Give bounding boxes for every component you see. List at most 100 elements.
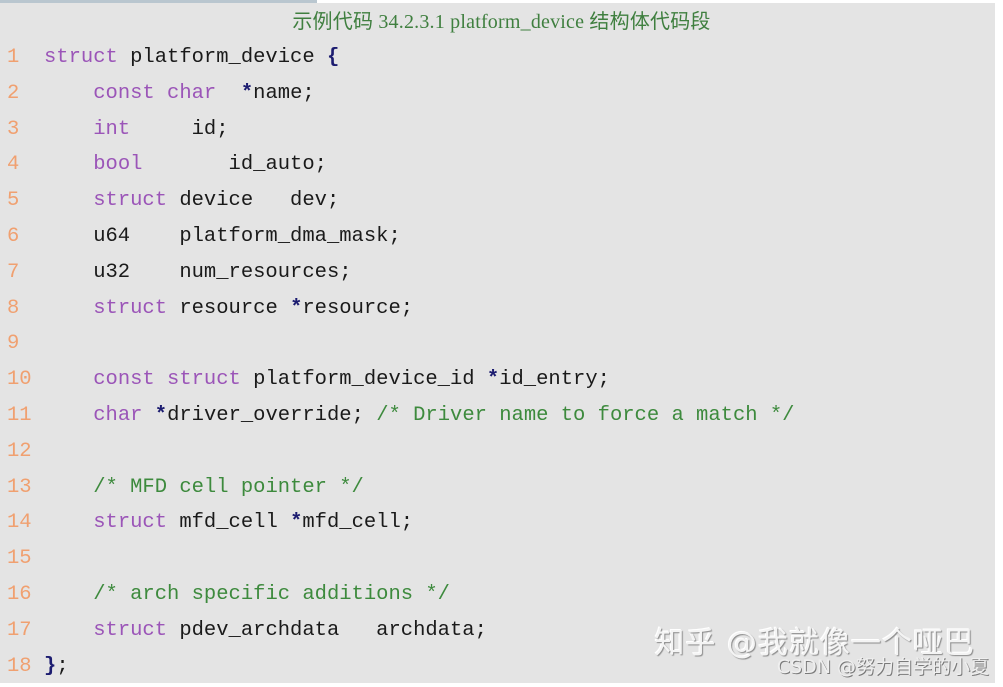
- text-token: [44, 511, 93, 534]
- line-content: const char *name;: [44, 76, 315, 112]
- line-content: bool id_auto;: [44, 147, 327, 183]
- line-number: 8: [7, 296, 20, 320]
- zhihu-watermark: 知乎 @我就像一个哑巴: [654, 626, 975, 661]
- line-number: 15: [7, 547, 32, 571]
- comment-token: /* arch specific additions */: [93, 582, 450, 606]
- line-content: struct resource *resource;: [44, 291, 413, 327]
- code-line: 15: [0, 541, 794, 577]
- csdn-watermark: CSDN @努力自学的小夏: [776, 656, 989, 678]
- code-line: 6 u64 platform_dma_mask;: [0, 219, 794, 255]
- code-line: 12: [0, 434, 794, 470]
- keyword-token: struct: [44, 46, 118, 69]
- code-line: 18};: [0, 649, 794, 685]
- line-number: 14: [7, 511, 32, 535]
- text-token: [44, 619, 93, 642]
- code-line: 8 struct resource *resource;: [0, 291, 794, 327]
- line-number: 11: [7, 403, 32, 427]
- line-number: 2: [7, 81, 20, 105]
- line-content: /* arch specific additions */: [44, 577, 450, 613]
- text-token: [44, 118, 93, 141]
- text-token: [44, 368, 93, 391]
- code-line: 10 const struct platform_device_id *id_e…: [0, 362, 794, 398]
- text-token: ;: [56, 654, 69, 678]
- punctuation-token: *: [154, 403, 168, 427]
- line-number: 13: [7, 475, 32, 499]
- line-content: u64 platform_dma_mask;: [44, 219, 401, 255]
- punctuation-token: *: [240, 81, 254, 105]
- code-line: 11 char *driver_override; /* Driver name…: [0, 398, 794, 434]
- line-number: 12: [7, 439, 32, 463]
- keyword-token: int: [93, 117, 131, 141]
- keyword-token: struct: [93, 511, 168, 535]
- line-number: 4: [7, 153, 20, 177]
- text-token: [44, 583, 93, 606]
- text-token: u64 platform_dma_mask;: [44, 224, 401, 248]
- text-token: mfd_cell;: [302, 511, 414, 535]
- code-line: 4 bool id_auto;: [0, 147, 794, 183]
- text-token: [44, 404, 93, 427]
- code-line: 2 const char *name;: [0, 76, 794, 112]
- line-content: u32 num_resources;: [44, 255, 352, 291]
- text-token: [44, 189, 93, 212]
- line-content: const struct platform_device_id *id_entr…: [44, 362, 610, 398]
- keyword-token: struct: [93, 618, 168, 642]
- text-token: [44, 82, 93, 105]
- line-content: int id;: [44, 112, 228, 148]
- line-number: 10: [7, 368, 32, 392]
- punctuation-token: *: [290, 296, 303, 320]
- code-line: 16 /* arch specific additions */: [0, 577, 794, 613]
- text-token: [142, 404, 154, 427]
- line-content: };: [44, 649, 69, 685]
- punctuation-token: }: [44, 654, 57, 678]
- line-number: 16: [7, 582, 32, 606]
- text-token: [216, 82, 241, 105]
- text-token: name;: [253, 81, 315, 105]
- code-listing-panel: [0, 3, 995, 683]
- line-content: char *driver_override; /* Driver name to…: [44, 398, 794, 434]
- code-line: 1 struct platform_device {: [0, 40, 794, 76]
- code-line: 9: [0, 326, 794, 362]
- code-line: 7 u32 num_resources;: [0, 255, 794, 291]
- text-token: resource: [167, 296, 291, 320]
- line-content: struct pdev_archdata archdata;: [44, 613, 487, 649]
- watermark: 知乎 @我就像一个哑巴 CSDN @努力自学的小夏: [654, 626, 989, 678]
- code-line: 13 /* MFD cell pointer */: [0, 470, 794, 506]
- line-content: struct device dev;: [44, 183, 339, 219]
- text-token: driver_override;: [167, 403, 377, 427]
- text-token: [44, 153, 93, 176]
- punctuation-token: *: [290, 511, 303, 535]
- line-content: struct platform_device {: [44, 40, 339, 76]
- line-number: 7: [7, 260, 20, 284]
- text-token: id_entry;: [499, 368, 610, 392]
- text-token: mfd_cell: [167, 511, 291, 535]
- text-token: [44, 297, 93, 320]
- line-number: 5: [7, 189, 20, 213]
- text-token: resource;: [302, 296, 414, 320]
- code-line: 14 struct mfd_cell *mfd_cell;: [0, 505, 794, 541]
- punctuation-token: *: [486, 368, 500, 392]
- text-token: device dev;: [167, 189, 340, 213]
- text-token: u32 num_resources;: [44, 260, 352, 284]
- keyword-token: const char: [93, 81, 217, 105]
- punctuation-token: {: [326, 46, 340, 69]
- keyword-token: struct: [93, 189, 168, 213]
- line-number: 3: [7, 117, 20, 141]
- line-number: 17: [7, 618, 32, 642]
- text-token: platform_device: [117, 46, 327, 69]
- keyword-token: struct: [93, 296, 168, 320]
- keyword-token: char: [93, 403, 143, 427]
- line-number: 9: [7, 332, 20, 356]
- text-token: pdev_archdata archdata;: [167, 618, 487, 642]
- line-number: 1: [7, 46, 20, 69]
- top-divider: [0, 0, 317, 3]
- line-content: /* MFD cell pointer */: [44, 470, 364, 506]
- code-line: 5 struct device dev;: [0, 183, 794, 219]
- line-number: 18: [7, 654, 32, 678]
- code-line: 17 struct pdev_archdata archdata;: [0, 613, 794, 649]
- line-content: struct mfd_cell *mfd_cell;: [44, 505, 413, 541]
- code-line: 3 int id;: [0, 112, 794, 148]
- comment-token: /* Driver name to force a match */: [376, 403, 795, 427]
- text-token: platform_device_id: [240, 368, 487, 392]
- line-number: 6: [7, 224, 20, 248]
